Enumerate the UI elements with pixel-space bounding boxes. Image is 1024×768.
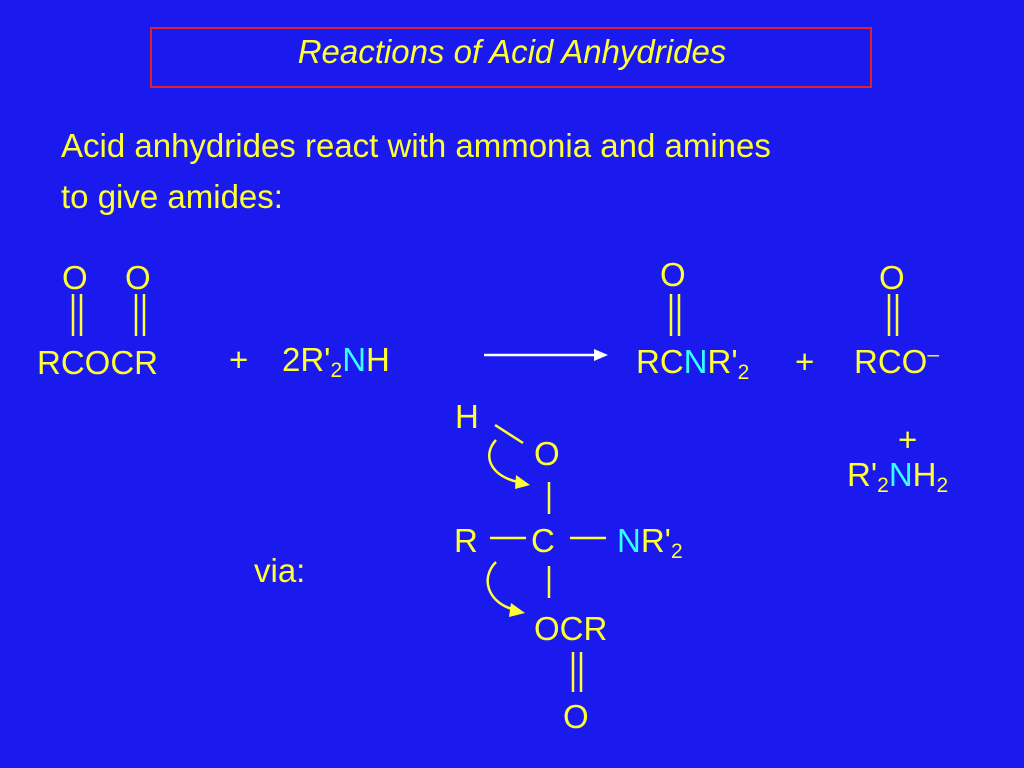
intermediate-c: C xyxy=(531,522,555,559)
ammonium-sub2: 2 xyxy=(936,474,949,497)
curved-arrow-top-head xyxy=(515,475,530,489)
intro-line-2: to give amides: xyxy=(61,178,283,215)
intermediate-o-top: O xyxy=(534,435,560,472)
intermediate-nr-r: R' xyxy=(640,522,671,559)
amide-nitrogen: N xyxy=(683,343,708,380)
amide-sub: 2 xyxy=(737,361,750,384)
intermediate-o-bottom: O xyxy=(563,698,589,735)
anhydride-o-right: O xyxy=(125,259,151,296)
amine-nitrogen: N xyxy=(342,341,367,378)
ammonium-charge: + xyxy=(898,421,918,458)
amide-formula: RCNR'2 xyxy=(636,343,749,383)
ammonium-h: H xyxy=(912,456,937,493)
amide-o: O xyxy=(660,256,686,293)
anhydride-o-left: O xyxy=(62,259,88,296)
amide-rc: RC xyxy=(636,343,684,380)
intro-line-1: Acid anhydrides react with ammonia and a… xyxy=(61,127,771,164)
intermediate-nitrogen: N xyxy=(617,522,641,559)
intermediate-nr: NR'2 xyxy=(617,522,683,562)
intermediate-h: H xyxy=(455,398,479,435)
ammonium-sub1: 2 xyxy=(877,474,889,497)
ammonium-formula: R'2NH2 xyxy=(847,456,948,496)
intermediate-ocr: OCR xyxy=(534,610,608,647)
ammonium-nitrogen: N xyxy=(888,456,913,493)
ammonium-r: R' xyxy=(847,456,878,493)
slide-title: Reactions of Acid Anhydrides xyxy=(297,33,727,70)
amide-r: R' xyxy=(707,343,738,380)
reaction-arrow xyxy=(484,349,608,361)
amine-sub: 2 xyxy=(330,359,343,382)
curved-arrow-bottom xyxy=(486,561,513,611)
carboxylate-charge: – xyxy=(927,343,940,366)
amine-coef: 2R' xyxy=(282,341,331,378)
carboxylate-formula: RCO– xyxy=(854,343,940,380)
plus-sign-1: + xyxy=(229,341,249,378)
title-box xyxy=(150,27,872,88)
anhydride-formula: RCOCR xyxy=(37,344,158,381)
curved-arrow-bottom-head xyxy=(509,603,525,617)
via-label: via: xyxy=(254,552,306,589)
amine-h: H xyxy=(366,341,390,378)
intermediate-r: R xyxy=(454,522,478,559)
plus-sign-2: + xyxy=(795,343,815,380)
carboxylate-o: O xyxy=(879,259,905,296)
intermediate-nr-sub: 2 xyxy=(670,540,683,563)
bond-h-o xyxy=(494,423,524,445)
curved-arrow-top xyxy=(488,439,519,484)
amine-formula: 2R'2NH xyxy=(282,341,390,381)
carboxylate-rco: RCO xyxy=(854,343,928,380)
